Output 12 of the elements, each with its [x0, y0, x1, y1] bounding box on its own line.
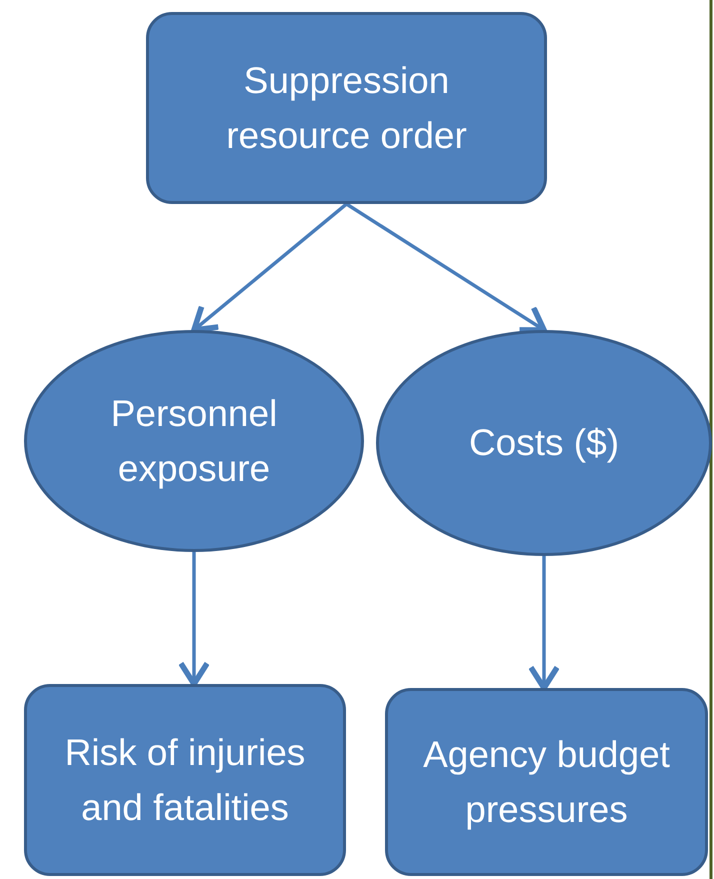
- arrow: [346, 202, 547, 333]
- node-label: Agency budget pressures: [422, 732, 671, 832]
- process-box: [146, 12, 547, 204]
- node-label: Costs ($): [468, 421, 620, 466]
- arrow: [528, 556, 560, 691]
- arrow: [178, 552, 210, 687]
- node-label: Suppression resource order: [225, 58, 468, 158]
- process-box: [24, 684, 346, 876]
- arrow: [191, 202, 348, 333]
- process-box: [385, 688, 708, 876]
- node-label: Risk of injuries and fatalities: [64, 730, 306, 830]
- node-label: Personnel exposure: [110, 392, 278, 491]
